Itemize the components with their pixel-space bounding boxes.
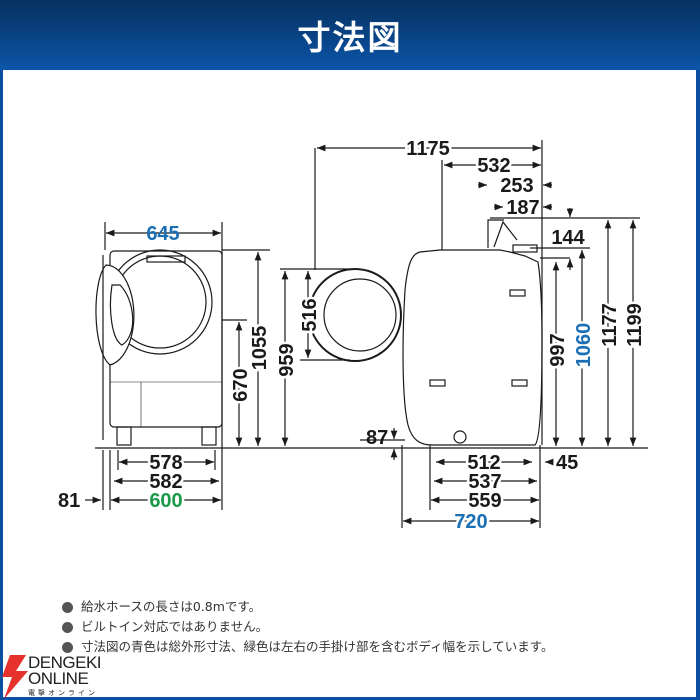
bullet-icon: [62, 621, 73, 633]
notes-list: 給水ホースの長さは0.8mです。 ビルトイン対応ではありません。 寸法図の青色は…: [62, 597, 554, 657]
dim-81: 81: [58, 490, 80, 512]
dim-512: 512: [467, 452, 500, 474]
bullet-icon: [62, 641, 73, 653]
front-view-washer: [95, 222, 223, 510]
dim-1175: 1175: [406, 138, 449, 160]
note-item: 寸法図の青色は総外形寸法、緑色は左右の手掛け部を含むボディ幅を示しています。: [62, 637, 554, 657]
dim-1060: 1060: [573, 323, 595, 368]
dim-45: 45: [556, 452, 578, 474]
door-side-view: [308, 268, 402, 362]
dim-578: 578: [149, 452, 182, 474]
note-item: 給水ホースの長さは0.8mです。: [62, 597, 554, 617]
dim-1199: 1199: [624, 303, 646, 346]
dim-559: 559: [468, 490, 501, 512]
dim-187: 187: [506, 197, 539, 219]
dim-582: 582: [149, 471, 182, 493]
page-title: 寸法図: [297, 18, 403, 57]
dim-720: 720: [454, 511, 487, 533]
dim-532: 532: [477, 155, 510, 177]
dim-537: 537: [468, 471, 501, 493]
note-item: ビルトイン対応ではありません。: [62, 617, 554, 637]
dim-645: 645: [146, 223, 179, 245]
header-bar: 寸法図: [0, 0, 700, 70]
side-view-washer: [402, 219, 543, 446]
lightning-icon: [2, 655, 28, 699]
dim-997: 997: [547, 333, 569, 366]
dim-1055: 1055: [249, 326, 271, 371]
dim-87: 87: [366, 427, 388, 449]
dim-1177: 1177: [599, 303, 621, 346]
dim-959: 959: [276, 343, 298, 376]
dim-253: 253: [500, 175, 533, 197]
dim-670: 670: [230, 368, 252, 401]
dim-144: 144: [551, 227, 585, 249]
dim-600: 600: [149, 490, 182, 512]
bullet-icon: [62, 601, 73, 613]
dim-516: 516: [299, 298, 321, 331]
